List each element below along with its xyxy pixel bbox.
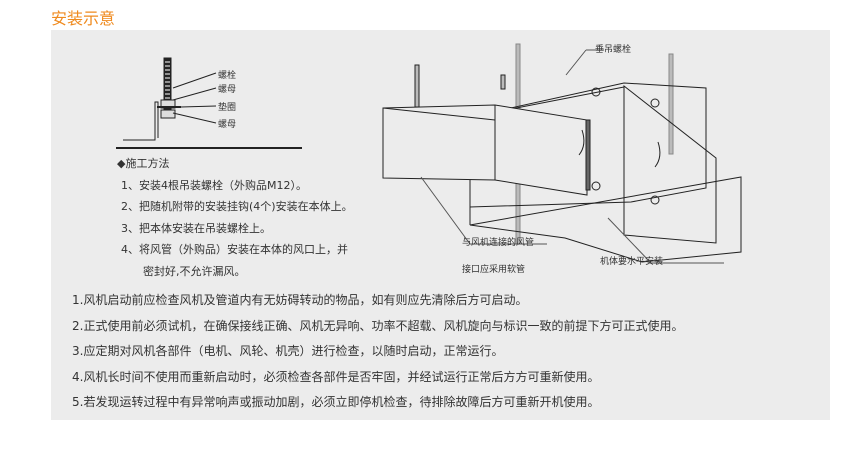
method-step: 密封好,不允许漏风。 [143,264,246,278]
method-step: 3、把本体安装在吊装螺栓上。 [121,221,271,235]
note-item: 2.正式使用前必须试机，在确保接线正确、风机无异响、功率不超载、风机旋向与标识一… [72,318,684,333]
label-washer: 垫圈 [218,103,237,113]
label-nut-upper: 螺母 [218,85,237,95]
installation-diagram [116,43,742,264]
note-item: 1.风机启动前应检查风机及管道内有无妨碍转动的物品，如有则应先清除后方可启动。 [72,293,528,307]
label-hanging-bolt: 垂吊螺栓 [595,45,632,55]
method-step: 1、安装4根吊装螺栓（外购品M12）。 [121,178,307,192]
section-title: 安装示意 [51,9,116,28]
usage-notes: 1.风机启动前应检查风机及管道内有无妨碍转动的物品，如有则应先清除后方可启动。 … [72,288,683,416]
label-connected-duct: 与风机连接的风管 [462,238,535,248]
construction-method: ◆施工方法 1、安装4根吊装螺栓（外购品M12）。 2、把随机附带的安装挂钩(4… [117,153,353,282]
method-step: 4、将风管（外购品）安装在本体的风口上，并 [121,243,348,256]
bolt-diagram [116,57,302,149]
label-level-install: 机体要水平安装 [600,257,664,267]
label-nut-lower: 螺母 [218,120,237,130]
label-soft-connection: 接口应采用软管 [462,265,526,275]
note-item: 5.若发现运转过程中有异常响声或振动加剧，必须立即停机检查，待排除故障后方可重新… [72,395,600,409]
note-item: 4.风机长时间不使用而重新启动时，必须检查各部件是否牢固，并经试运行正常后方方可… [72,369,600,384]
fan-unit-diagram [382,43,742,264]
note-item: 3.应定期对风机各部件（电机、风轮、机壳）进行检查，以随时启动，正常运行。 [72,344,504,358]
label-bolt: 螺栓 [218,71,237,81]
method-step: 2、把随机附带的安装挂钩(4个)安装在本体上。 [121,200,353,213]
installation-panel: 螺栓 螺母 垫圈 螺母 垂吊螺栓 与风机连接的风管 接口应采用软管 机体要水平安… [51,30,830,420]
method-heading: ◆施工方法 [117,157,170,170]
